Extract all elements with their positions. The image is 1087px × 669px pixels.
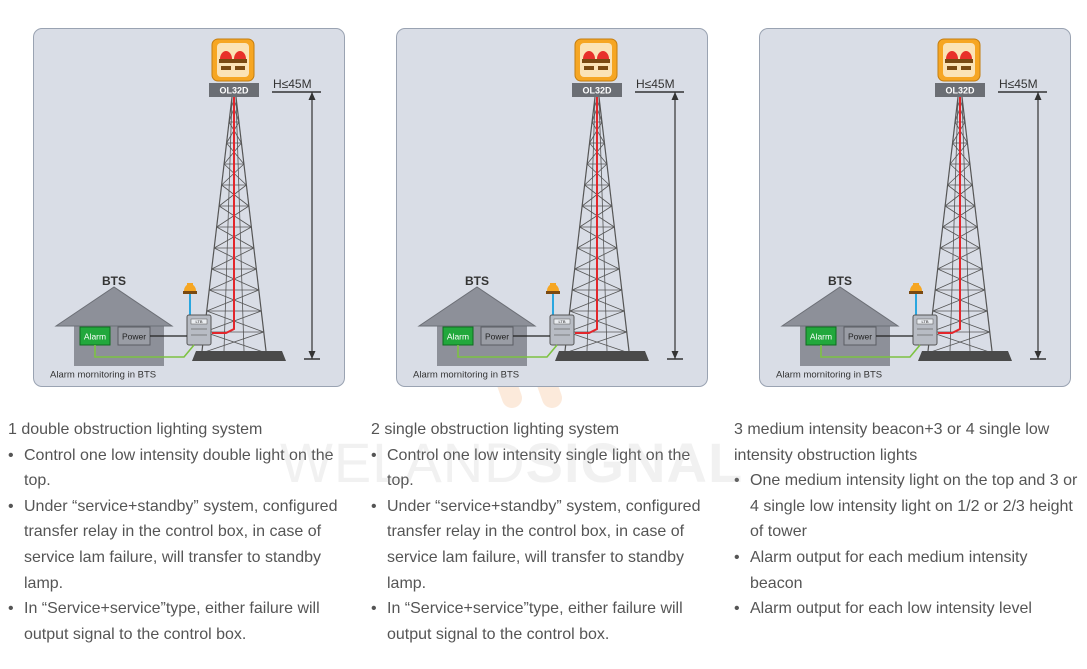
ground-base xyxy=(192,351,286,361)
diagram-caption: Alarm mornitoring in BTS xyxy=(413,370,519,381)
alarm-wire xyxy=(457,344,558,358)
alarm-label: Alarm xyxy=(447,332,469,342)
lamp-label: OL32D xyxy=(582,86,612,96)
bullet-item: Control one low intensity double light o… xyxy=(8,443,356,494)
column-3: 3 medium intensity beacon+3 or 4 single … xyxy=(734,417,1082,622)
alarm-label: Alarm xyxy=(84,332,106,342)
power-cable xyxy=(938,97,961,334)
column-title: 1 double obstruction lighting system xyxy=(8,421,263,438)
height-arrow-top xyxy=(1034,92,1042,100)
lamp-label-box xyxy=(572,83,622,97)
diagram-panel: OL32D H≤45M LTB BTS Alarm Power xyxy=(759,28,1071,387)
control-box: LTB xyxy=(549,314,575,346)
alarm-wire xyxy=(820,344,921,358)
bts-label: BTS xyxy=(828,274,852,288)
bullet-item: In “Service+service”type, either failure… xyxy=(8,596,356,647)
control-box: LTB xyxy=(186,314,212,346)
alarm-sensor-icon xyxy=(546,283,560,294)
height-arrow-bottom xyxy=(308,351,316,359)
bullet-item: Control one low intensity single light o… xyxy=(371,443,719,494)
height-arrow-bottom xyxy=(1034,351,1042,359)
height-arrow-top xyxy=(308,92,316,100)
bts-house xyxy=(780,286,900,366)
bullet-item: One medium intensity light on the top an… xyxy=(734,468,1082,545)
ground-base xyxy=(918,351,1012,361)
bullet-item: Alarm output for each low intensity leve… xyxy=(734,596,1082,622)
bullet-list: Control one low intensity double light o… xyxy=(8,443,356,648)
power-label: Power xyxy=(485,332,509,342)
power-label: Power xyxy=(122,332,146,342)
bts-house xyxy=(417,286,537,366)
bullet-item: Under “service+standby” system, configur… xyxy=(371,494,719,596)
control-box-label: LTB xyxy=(195,319,202,324)
column-title: 2 single obstruction lighting system xyxy=(371,421,620,438)
diagram-caption: Alarm mornitoring in BTS xyxy=(50,370,156,381)
alarm-sensor-icon xyxy=(183,283,197,294)
power-cable xyxy=(212,97,235,334)
height-label: H≤45M xyxy=(273,77,312,91)
column-2: 2 single obstruction lighting system Con… xyxy=(371,417,719,647)
control-box-label: LTB xyxy=(921,319,928,324)
column-title: 3 medium intensity beacon+3 or 4 single … xyxy=(734,421,1050,464)
alarm-wire xyxy=(94,344,195,358)
height-arrow-top xyxy=(671,92,679,100)
lattice-tower xyxy=(564,96,630,354)
bts-label: BTS xyxy=(102,274,126,288)
diagram-caption: Alarm mornitoring in BTS xyxy=(776,370,882,381)
bullet-item: Alarm output for each medium intensity b… xyxy=(734,545,1082,596)
power-cable xyxy=(575,97,598,334)
alarm-label: Alarm xyxy=(810,332,832,342)
lattice-tower xyxy=(927,96,993,354)
bullet-item: Under “service+standby” system, configur… xyxy=(8,494,356,596)
obstruction-lamp-icon xyxy=(574,38,618,82)
control-box-label: LTB xyxy=(558,319,565,324)
height-label: H≤45M xyxy=(999,77,1038,91)
ground-base xyxy=(555,351,649,361)
diagram-panel: OL32D H≤45M LTB BTS Alarm Power xyxy=(33,28,345,387)
obstruction-lamp-icon xyxy=(211,38,255,82)
height-arrow-bottom xyxy=(671,351,679,359)
alarm-sensor-icon xyxy=(909,283,923,294)
lamp-label: OL32D xyxy=(219,86,249,96)
column-1: 1 double obstruction lighting system Con… xyxy=(8,417,356,647)
lamp-label-box xyxy=(209,83,259,97)
diagram-panel: OL32D H≤45M LTB BTS Alarm Power xyxy=(396,28,708,387)
lattice-tower xyxy=(201,96,267,354)
bts-label: BTS xyxy=(465,274,489,288)
bullet-list: One medium intensity light on the top an… xyxy=(734,468,1082,622)
lamp-label: OL32D xyxy=(945,86,975,96)
height-label: H≤45M xyxy=(636,77,675,91)
obstruction-lamp-icon xyxy=(937,38,981,82)
lamp-label-box xyxy=(935,83,985,97)
bullet-item: In “Service+service”type, either failure… xyxy=(371,596,719,647)
power-label: Power xyxy=(848,332,872,342)
control-box: LTB xyxy=(912,314,938,346)
bts-house xyxy=(54,286,174,366)
bullet-list: Control one low intensity single light o… xyxy=(371,443,719,648)
